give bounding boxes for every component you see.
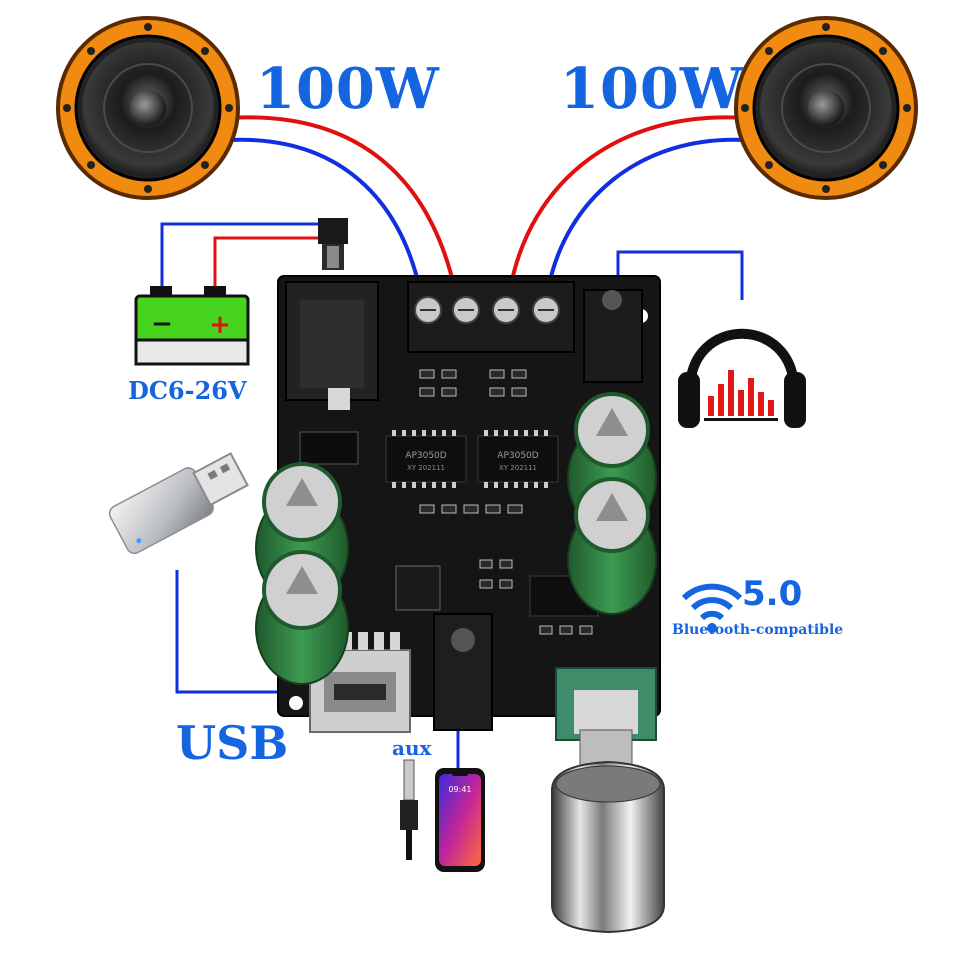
right-speaker-icon [734, 16, 918, 200]
battery-plus-sign: + [209, 310, 231, 340]
bluetooth-version-label: 5.0 [742, 574, 803, 614]
battery-icon: − + [134, 286, 250, 366]
capacitor-left-lower [255, 550, 349, 685]
chip-2-marking: AP3050D [497, 451, 538, 461]
usb-wire [175, 570, 308, 694]
left-speaker-blue-wire [227, 137, 422, 291]
amp-chip-2: AP3050D XY 202111 [477, 435, 559, 483]
phone-icon: 09:41 [435, 768, 485, 872]
bluetooth-wave-icon [681, 583, 743, 633]
phone-time: 09:41 [448, 785, 471, 794]
headphone-jack [583, 289, 643, 383]
battery-red-wire [213, 236, 322, 294]
aux-label: aux [392, 736, 432, 760]
amp-chip-1: AP3050D XY 202111 [385, 435, 467, 483]
chip-2-code: XY 202111 [499, 464, 537, 472]
capacitor-mid-right [567, 477, 657, 615]
left-speaker-power-label: 100W [256, 56, 440, 122]
right-speaker-power-label: 100W [560, 56, 744, 122]
usb-stick-icon [108, 452, 249, 555]
battery-minus-sign: − [151, 309, 173, 339]
volume-knob [551, 667, 665, 934]
aux-jack [433, 613, 493, 731]
headphones-icon [678, 328, 806, 428]
usb-label: USB [176, 716, 289, 770]
right-speaker-red-wire [508, 115, 746, 291]
power-supply-label: DC6-26V [128, 376, 247, 405]
headphone-wire [616, 250, 744, 300]
dc-plug [318, 218, 348, 270]
battery-blue-wire [160, 222, 322, 294]
right-speaker-blue-wire [546, 137, 746, 291]
left-speaker-red-wire [227, 115, 457, 291]
left-speaker-icon [56, 16, 240, 200]
chip-1-marking: AP3050D [405, 451, 446, 461]
aux-plug-icon [400, 759, 418, 860]
speaker-terminal-block [407, 281, 575, 353]
wires [160, 115, 746, 770]
chip-1-code: XY 202111 [407, 464, 445, 472]
bluetooth-caption: Bluetooth-compatible [672, 622, 844, 638]
amplifier-board: AP3050D XY 202111 AP3050D XY 202111 [277, 275, 661, 733]
